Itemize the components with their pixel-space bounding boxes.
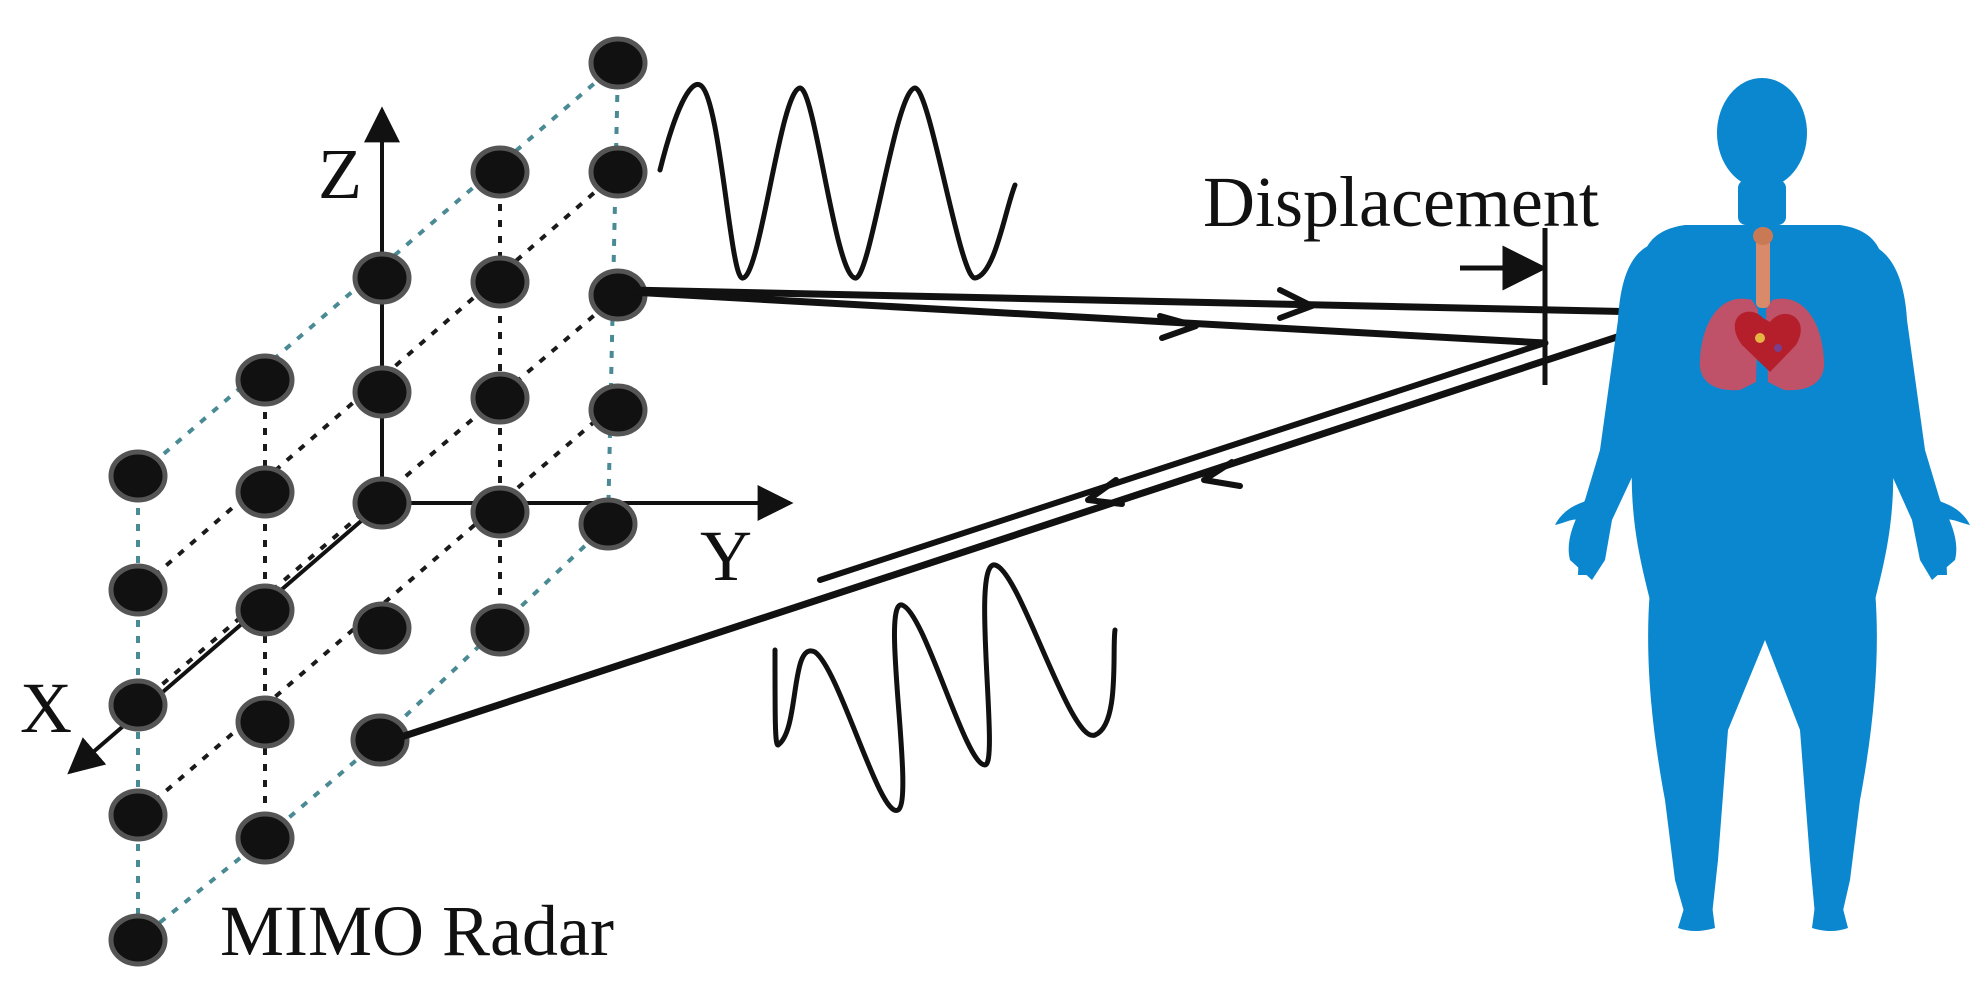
x-axis-line [67,501,384,775]
tx-path-upper [626,286,1694,317]
rx-arrow-icon [1201,459,1243,489]
heart-lungs-icon [1699,227,1825,391]
antenna-element-icon [588,145,648,199]
antenna-element-icon [470,371,530,425]
tx-arrow-icon [1157,313,1199,341]
antenna-element-icon [235,465,295,519]
antenna-element-icon [108,913,168,967]
signal-paths [388,286,1694,744]
antenna-element-icon [470,255,530,309]
antenna-element-icon [352,476,412,530]
antenna-element-icon [352,601,412,655]
antenna-element-icon [235,811,295,865]
antenna-array [108,36,648,967]
antenna-element-icon [108,788,168,842]
antenna-element-icon [235,583,295,637]
z-axis-label: Z [318,134,362,214]
antenna-element-icon [352,251,412,305]
antenna-element-icon [588,36,648,90]
y-axis-label: Y [700,516,752,596]
antenna-element-icon [352,365,412,419]
antenna-element-icon [470,603,530,657]
antenna-element-icon [350,713,410,767]
return-wave-icon [772,562,1118,813]
antenna-element-icon [235,695,295,749]
human-body-silhouette-icon [1555,78,1970,931]
rx-path-outer [388,309,1694,744]
antenna-element-icon [470,485,530,539]
antenna-element-icon [108,678,168,732]
antenna-element-icon [578,497,638,551]
x-axis-label: X [20,668,72,748]
antenna-element-icon [588,383,648,437]
radar-label: MIMO Radar [220,891,614,971]
antenna-element-icon [108,563,168,617]
rx-path-inner [817,340,1548,583]
rx-arrow-icon [1085,477,1125,507]
transmit-wave-icon [657,82,1018,281]
antenna-element-icon [108,449,168,503]
tx-path-lower [626,288,1549,347]
tx-arrow-icon [1277,287,1315,321]
displacement-label: Displacement [1203,162,1599,242]
antenna-element-icon [470,145,530,199]
antenna-element-icon [235,353,295,407]
waveforms [657,82,1118,813]
